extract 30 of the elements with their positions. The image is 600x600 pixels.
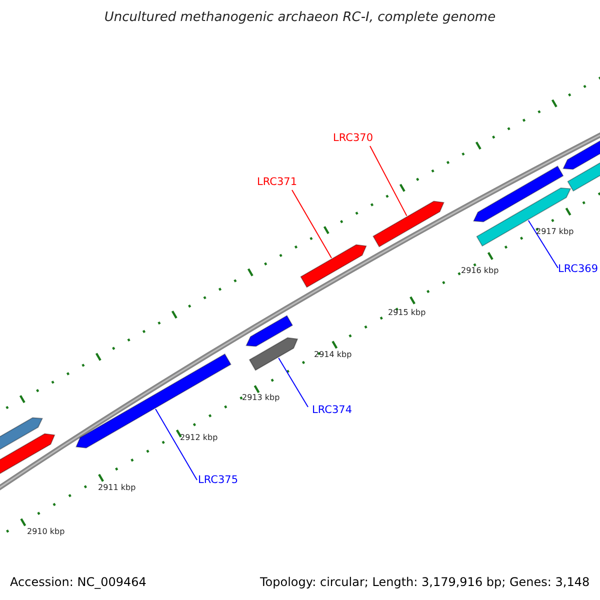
- leader-line: [155, 408, 198, 480]
- gene-label: LRC371: [257, 177, 297, 188]
- gene-label: LRC374: [312, 405, 352, 416]
- gene-label: LRC370: [333, 133, 373, 144]
- gene-bar: [472, 166, 564, 222]
- gene-bar: [248, 337, 298, 371]
- gene-bar: [246, 315, 294, 347]
- gene-label: LRC369: [558, 264, 598, 274]
- leader-line: [278, 358, 308, 408]
- gene-bar: [562, 138, 600, 170]
- leader-line: [528, 220, 558, 268]
- position-label: 2914 kbp: [314, 351, 352, 359]
- position-label: 2913 kbp: [242, 394, 280, 402]
- position-label: 2912 kbp: [180, 434, 218, 442]
- position-label: 2915 kbp: [388, 309, 426, 317]
- gene-bar: [372, 200, 445, 248]
- leader-line: [292, 190, 332, 258]
- footer-text: Accession: NC_009464: [10, 576, 146, 588]
- gene-bar: [476, 187, 572, 247]
- gene-bar: [75, 353, 232, 448]
- leader-line: [370, 146, 408, 216]
- gene-bar: [567, 162, 600, 192]
- title: Uncultured methanogenic archaeon RC-I, complete genome: [103, 11, 497, 24]
- position-label: 2917 kbp: [536, 228, 574, 236]
- position-label: 2910 kbp: [27, 528, 65, 536]
- position-label: 2911 kbp: [98, 484, 136, 492]
- footer-text: Topology: circular; Length: 3,179,916 bp; Genes: 3,148: [260, 576, 590, 588]
- gene-label: LRC375: [198, 475, 238, 486]
- gene-bar: [300, 244, 367, 288]
- position-label: 2916 kbp: [461, 267, 499, 275]
